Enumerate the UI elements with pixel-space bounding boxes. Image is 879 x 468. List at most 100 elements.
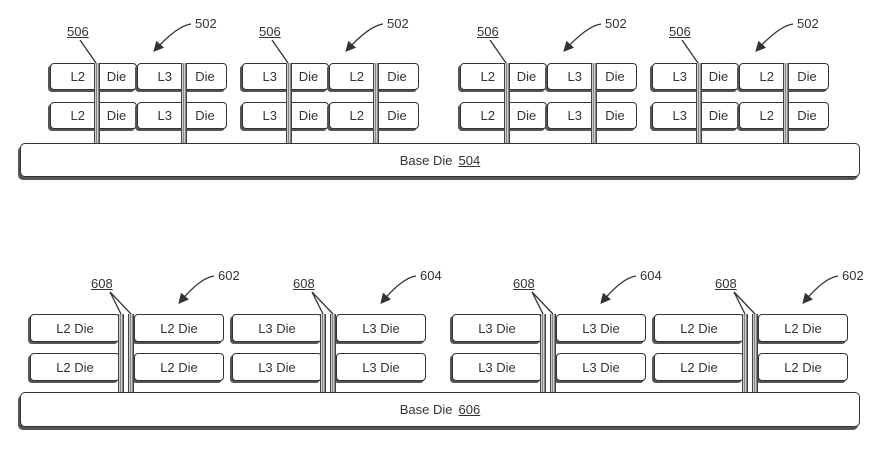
- bridge-ref-label: 506: [669, 24, 691, 39]
- base-die-606: Base Die 606: [20, 392, 860, 427]
- chip-die-label: Die: [708, 108, 729, 123]
- bottom-chip-g3-r1-2: L3 Die: [556, 314, 646, 342]
- group-ref-label: 602: [842, 268, 864, 283]
- chip-die-label: Die: [195, 108, 215, 123]
- group-arrow: [178, 275, 215, 304]
- bridge-leader-line: [311, 291, 334, 315]
- bridge-leader-line: [733, 291, 746, 315]
- top-chip-g1-r1-1: L2 Die: [50, 63, 137, 90]
- bottom-bridge-g2-right: [330, 314, 336, 392]
- chip-level-label: L2: [480, 69, 495, 84]
- chip-level-label: L3: [567, 69, 582, 84]
- group-ref-label: 502: [195, 16, 217, 31]
- top-chip-g4-r1-1: L3 Die: [652, 63, 739, 90]
- chip-level-label: L2: [480, 108, 495, 123]
- base-die-label: Base Die: [399, 402, 453, 417]
- chip-level-label: L3: [567, 108, 582, 123]
- bridge-leader-line: [109, 291, 132, 315]
- bridge-ref-label: 608: [293, 276, 315, 291]
- bottom-chip-g3-r2-1: L3 Die: [452, 353, 542, 381]
- bottom-chip-g4-r2-1: L2 Die: [654, 353, 744, 381]
- bridge-ref-label: 506: [259, 24, 281, 39]
- bottom-bridge-g1-left: [118, 314, 124, 392]
- chip-level-label: L3: [262, 108, 277, 123]
- chip-level-label: L2: [759, 69, 774, 84]
- top-bridge-g2-2: [373, 63, 379, 143]
- bottom-chip-g2-r1-2: L3 Die: [336, 314, 426, 342]
- base-die-label: Base Die: [399, 152, 453, 168]
- bottom-chip-g2-r2-1: L3 Die: [232, 353, 322, 381]
- bridge-ref-label: 506: [67, 24, 89, 39]
- bridge-leader-line: [79, 39, 97, 64]
- base-die-ref: 504: [458, 152, 481, 168]
- chip-die-label: Die: [708, 69, 729, 84]
- chip-level-label: L3: [672, 69, 687, 84]
- group-arrow: [380, 275, 417, 304]
- group-arrow: [345, 23, 384, 52]
- group-ref-label: 604: [420, 268, 442, 283]
- bottom-bridge-g4-left: [742, 314, 748, 392]
- bridge-leader-line: [733, 291, 756, 315]
- chip-level-label: L2: [70, 69, 85, 84]
- bottom-chip-g4-r2-2: L2 Die: [758, 353, 848, 381]
- chip-die-label: Die: [387, 108, 407, 123]
- bridge-leader-line: [681, 39, 699, 64]
- bottom-chip-g3-r2-2: L3 Die: [556, 353, 646, 381]
- bottom-chip-g2-r1-1: L3 Die: [232, 314, 322, 342]
- chip-level-label: L3: [262, 69, 277, 84]
- bottom-chip-g4-r1-2: L2 Die: [758, 314, 848, 342]
- chip-die-label: Die: [298, 69, 319, 84]
- chip-die-label: Die: [797, 108, 817, 123]
- top-bridge-g1-1: [94, 63, 100, 143]
- top-bridge-g4-1: [696, 63, 702, 143]
- chip-level-label: L3: [157, 69, 172, 84]
- chip-level-label: L3: [672, 108, 687, 123]
- bridge-leader-line: [489, 39, 507, 64]
- chip-die-label: Die: [387, 69, 407, 84]
- bottom-chip-g1-r1-1: L2 Die: [30, 314, 120, 342]
- bridge-ref-label: 608: [91, 276, 113, 291]
- base-die-504: Base Die 504: [20, 143, 860, 177]
- group-ref-label: 502: [605, 16, 627, 31]
- group-arrow: [755, 23, 794, 52]
- group-arrow: [153, 23, 192, 52]
- chip-die-label: Die: [106, 69, 127, 84]
- group-ref-label: 502: [387, 16, 409, 31]
- chip-die-label: Die: [605, 69, 625, 84]
- bottom-bridge-g1-right: [128, 314, 134, 392]
- top-chip-g4-r2-1: L3 Die: [652, 102, 739, 129]
- chip-level-label: L2: [349, 108, 364, 123]
- bridge-leader-line: [531, 291, 554, 315]
- bottom-chip-g1-r1-2: L2 Die: [134, 314, 224, 342]
- chip-die-label: Die: [516, 108, 537, 123]
- chip-level-label: L3: [157, 108, 172, 123]
- bottom-chip-g1-r2-2: L2 Die: [134, 353, 224, 381]
- bottom-chip-g4-r1-1: L2 Die: [654, 314, 744, 342]
- chip-die-label: Die: [195, 69, 215, 84]
- bridge-leader-line: [271, 39, 289, 64]
- group-ref-label: 602: [218, 268, 240, 283]
- base-die-ref: 606: [458, 402, 481, 417]
- group-arrow: [600, 275, 637, 304]
- bottom-chip-g3-r1-1: L3 Die: [452, 314, 542, 342]
- bottom-bridge-g4-right: [752, 314, 758, 392]
- bridge-ref-label: 506: [477, 24, 499, 39]
- bottom-bridge-g2-left: [320, 314, 326, 392]
- bottom-bridge-g3-right: [550, 314, 556, 392]
- top-bridge-g3-2: [591, 63, 597, 143]
- chip-die-label: Die: [106, 108, 127, 123]
- top-bridge-g3-1: [504, 63, 510, 143]
- bottom-bridge-g3-left: [540, 314, 546, 392]
- bridge-ref-label: 608: [715, 276, 737, 291]
- group-ref-label: 502: [797, 16, 819, 31]
- top-chip-g2-r1-1: L3 Die: [242, 63, 329, 90]
- top-bridge-g1-2: [181, 63, 187, 143]
- group-arrow: [802, 275, 839, 304]
- group-ref-label: 604: [640, 268, 662, 283]
- chip-die-label: Die: [797, 69, 817, 84]
- bottom-chip-g1-r2-1: L2 Die: [30, 353, 120, 381]
